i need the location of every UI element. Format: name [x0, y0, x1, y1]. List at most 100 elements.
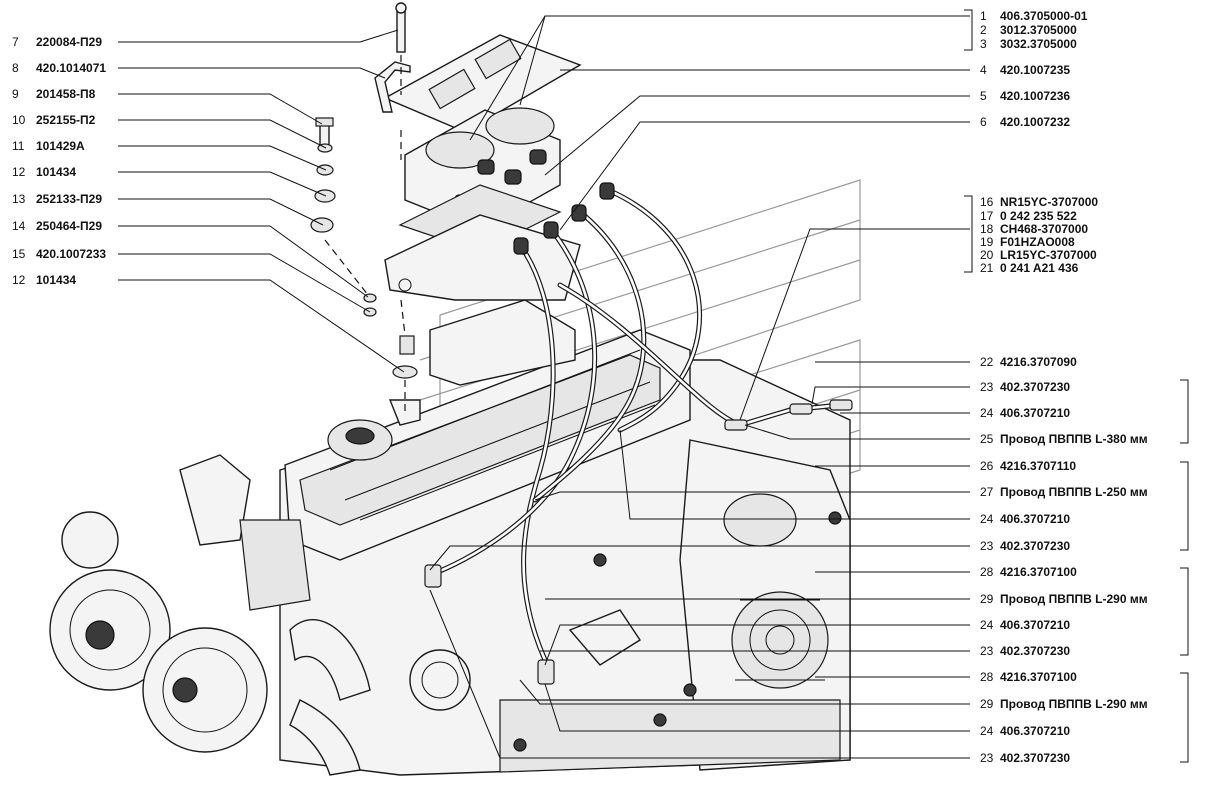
callout-code: 402.3707230 — [1000, 539, 1070, 553]
callout-number: 25 — [980, 432, 994, 446]
leader-line — [544, 624, 970, 666]
callout-code: 4216.3707110 — [1000, 459, 1076, 473]
leader-line — [118, 225, 369, 298]
callout-number: 4 — [980, 63, 987, 77]
callout-code: Провод ПВППВ L-380 мм — [1000, 432, 1148, 446]
leader-line — [534, 491, 970, 501]
callout-number: 7 — [12, 35, 19, 49]
callout-number: 9 — [12, 87, 19, 101]
leader-line — [739, 228, 970, 421]
callout-code: F01HZAO008 — [1000, 235, 1075, 249]
callout-bracket — [1180, 461, 1189, 551]
callout-number: 29 — [980, 697, 994, 711]
callout-number: 29 — [980, 592, 994, 606]
callout-bracket — [964, 9, 973, 51]
callout-number: 24 — [980, 512, 994, 526]
ignition-wires — [424, 182, 853, 685]
callout-bracket — [964, 195, 973, 273]
callouts-right: 1 406.3705000-01 2 3012.3705000 3 3032.370500… — [429, 9, 1189, 765]
leader-line — [544, 95, 970, 176]
callout-code: 250464-П29 — [36, 219, 102, 233]
callout-code: 420.1014071 — [36, 61, 106, 75]
callout-number: 18 — [980, 222, 994, 236]
callout-code: Провод ПВППВ L-250 мм — [1000, 485, 1148, 499]
engine-illustration — [49, 299, 851, 776]
callout-code: 420.1007233 — [36, 247, 106, 261]
callout-number: 28 — [980, 565, 994, 579]
callout-number: 26 — [980, 459, 994, 473]
leader-line — [118, 67, 386, 79]
callout-code: 4216.3707100 — [1000, 670, 1077, 684]
callout-code: СН468-3707000 — [1000, 222, 1088, 236]
callout-number: 15 — [12, 247, 26, 261]
callout-code: 101434 — [36, 165, 76, 179]
callout-code: 402.3707230 — [1000, 644, 1070, 658]
callout-code: 402.3707230 — [1000, 380, 1070, 394]
callout-code: 406.3707210 — [1000, 618, 1070, 632]
callout-number: 24 — [980, 724, 994, 738]
callout-number: 11 — [12, 139, 25, 153]
leader-line — [118, 145, 327, 171]
callout-number: 24 — [980, 406, 994, 420]
leader-line — [519, 15, 970, 106]
callout-code: 3012.3705000 — [1000, 23, 1077, 37]
callout-code: 3032.3705000 — [1000, 37, 1077, 51]
callout-number: 27 — [980, 485, 994, 499]
callout-number: 5 — [980, 89, 987, 103]
callout-number: 23 — [980, 539, 994, 553]
callout-code: 406.3707210 — [1000, 406, 1070, 420]
callout-number: 21 — [980, 261, 994, 275]
callout-number: 20 — [980, 248, 994, 262]
leader-line — [744, 424, 970, 440]
leader-line — [118, 93, 323, 125]
callout-number: 8 — [12, 61, 19, 75]
callout-code: 406.3705000-01 — [1000, 9, 1088, 23]
callout-number: 3 — [980, 37, 987, 51]
leader-line — [469, 15, 546, 141]
callout-bracket — [1180, 672, 1189, 763]
callout-number: 12 — [12, 165, 26, 179]
leader-line — [619, 429, 970, 520]
leader-line — [519, 679, 970, 705]
callout-number: 23 — [980, 644, 994, 658]
callout-code: 252155-П2 — [36, 113, 96, 127]
callout-code: 402.3707230 — [1000, 751, 1070, 765]
leader-line — [429, 589, 970, 759]
leader-line — [811, 386, 970, 405]
callout-code: 406.3707210 — [1000, 724, 1070, 738]
callout-number: 2 — [980, 23, 987, 37]
callout-code: LR15YC-3707000 — [1000, 248, 1097, 262]
leader-line — [429, 545, 970, 571]
callout-number: 23 — [980, 380, 994, 394]
leader-line — [118, 198, 324, 226]
callout-code: 4216.3707100 — [1000, 565, 1077, 579]
callout-code: 0 241 A21 436 — [1000, 261, 1079, 275]
callout-number: 23 — [980, 751, 994, 765]
callout-number: 22 — [980, 355, 994, 369]
callout-number: 14 — [12, 219, 26, 233]
callout-code: 101429А — [36, 139, 85, 153]
leader-line — [118, 29, 399, 43]
callout-code: 420.1007235 — [1000, 63, 1070, 77]
leader-line — [118, 253, 371, 313]
callout-code: 220084-П29 — [36, 35, 102, 49]
callout-number: 16 — [980, 195, 994, 209]
callout-code: 201458-П8 — [36, 87, 96, 101]
callout-code: NR15YC-3707000 — [1000, 195, 1098, 209]
callout-code: Провод ПВППВ L-290 мм — [1000, 592, 1148, 606]
callout-number: 19 — [980, 235, 994, 249]
callout-number: 13 — [12, 192, 26, 206]
callout-code: 252133-П29 — [36, 192, 102, 206]
callout-bracket — [1180, 379, 1189, 444]
ignition-coil-assembly — [310, 2, 582, 415]
callout-number: 24 — [980, 618, 994, 632]
callout-code: 420.1007232 — [1000, 115, 1070, 129]
leader-line — [118, 171, 327, 197]
callout-code: 420.1007236 — [1000, 89, 1070, 103]
leader-line — [118, 279, 405, 373]
callout-number: 1 — [980, 9, 987, 23]
callout-code: 101434 — [36, 273, 76, 287]
